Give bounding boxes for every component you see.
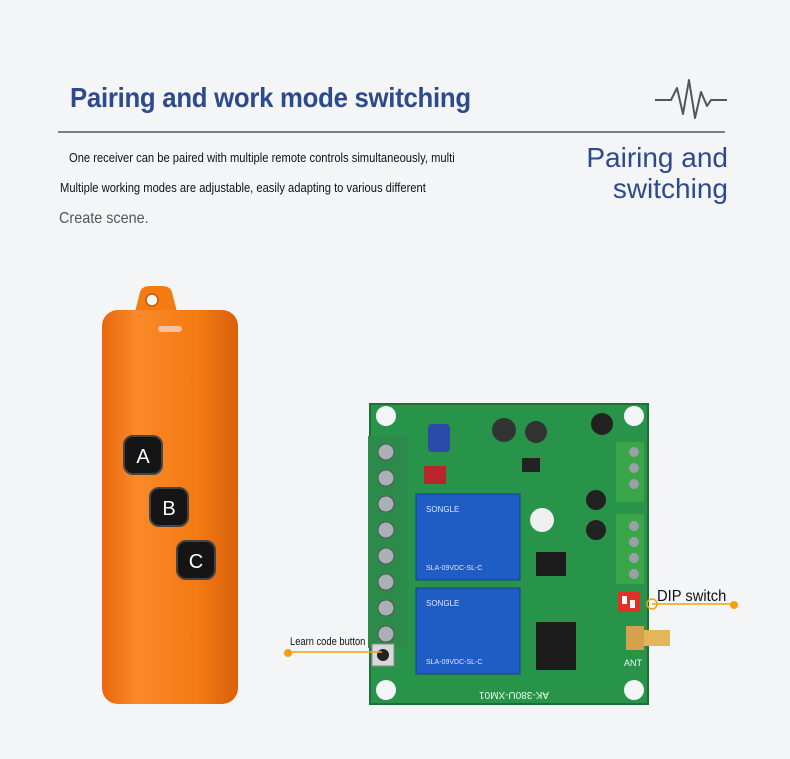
page-title: Pairing and work mode switching — [70, 82, 471, 113]
relay-2: SONGLE SLA-09VDC-SL-C — [415, 587, 521, 675]
board-model-text: AK-380U-XM01 — [479, 689, 549, 700]
relay-2-brand: SONGLE — [426, 599, 459, 608]
remote-control: A B C — [100, 286, 242, 711]
learn-code-button[interactable] — [371, 643, 395, 667]
description-line-1: One receiver can be paired with multiple… — [69, 150, 455, 165]
remote-button-b[interactable]: B — [149, 487, 189, 527]
button-c-label: C — [189, 551, 203, 573]
antenna-connector: ANT — [624, 626, 670, 668]
dip-callout-dot — [730, 601, 738, 609]
description-line-2: Multiple working modes are adjustable, e… — [60, 180, 426, 195]
button-a-label: A — [136, 446, 150, 468]
side-heading: Pairing and switching — [586, 142, 728, 204]
receiver-board: SONGLE SLA-09VDC-SL-C SONGLE SLA-09VDC-S… — [364, 402, 684, 712]
dip-switch-label: DIP switch — [657, 588, 727, 605]
left-terminal-block — [368, 436, 408, 648]
button-b-label: B — [162, 498, 175, 520]
relay-2-model: SLA-09VDC-SL-C — [426, 659, 482, 666]
remote-button-a[interactable]: A — [123, 435, 163, 475]
keyring-hole — [145, 293, 159, 307]
dip-switch[interactable] — [618, 592, 640, 612]
description-line-3: Create scene. — [59, 210, 149, 227]
waveform-icon — [655, 79, 727, 119]
remote-button-c[interactable]: C — [176, 540, 216, 580]
side-heading-line-2: switching — [612, 173, 728, 204]
ant-label: ANT — [624, 658, 643, 668]
header-divider — [58, 131, 725, 133]
learn-code-button-label: Learn code button — [290, 636, 366, 648]
right-terminal-block — [616, 442, 644, 584]
learn-callout-dot — [284, 649, 292, 657]
relay-1: SONGLE SLA-09VDC-SL-C — [415, 493, 521, 581]
relay-1-model: SLA-09VDC-SL-C — [426, 565, 482, 572]
side-heading-line-1: Pairing and — [586, 142, 728, 173]
relay-1-brand: SONGLE — [426, 505, 459, 514]
